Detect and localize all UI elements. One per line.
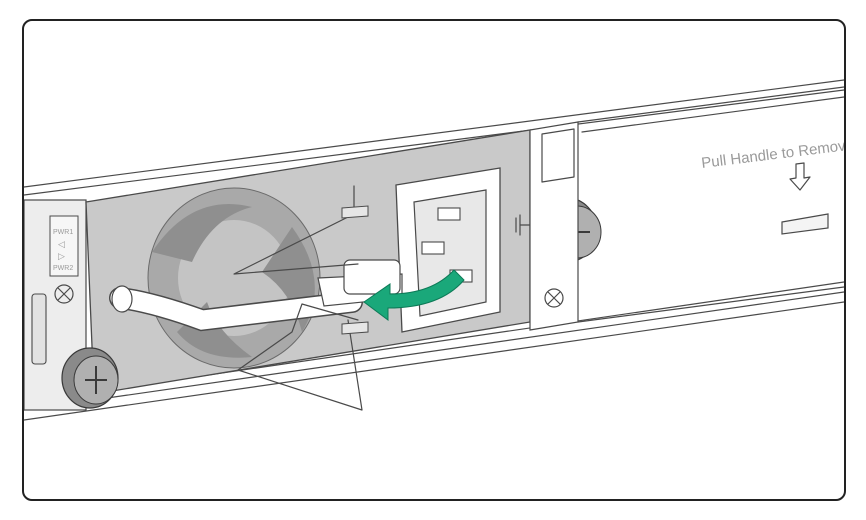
illustration-frame: PWR1 ◁ ▷ PWR2 (22, 19, 846, 501)
curved-arrow-left-icon (363, 269, 465, 321)
pwr2-label: PWR2 (53, 265, 73, 272)
right-blank-panel: Pull Handle to Remov (529, 86, 844, 331)
cable-retaining-clip (233, 185, 369, 411)
svg-text:◁: ◁ (58, 239, 65, 249)
fan-icon (147, 187, 321, 369)
power-supply-removal-diagram: PWR1 ◁ ▷ PWR2 (24, 79, 844, 421)
pull-handle (781, 213, 829, 235)
power-cord (109, 259, 403, 332)
svg-text:▷: ▷ (58, 251, 65, 261)
thumb-screw-left (61, 347, 119, 409)
pull-handle-label: Pull Handle to Remov (700, 137, 844, 172)
ac-inlet (395, 167, 501, 333)
arrow-down-icon (789, 162, 811, 191)
pwr1-label: PWR1 (53, 229, 73, 236)
left-module: PWR1 ◁ ▷ PWR2 (24, 199, 87, 411)
